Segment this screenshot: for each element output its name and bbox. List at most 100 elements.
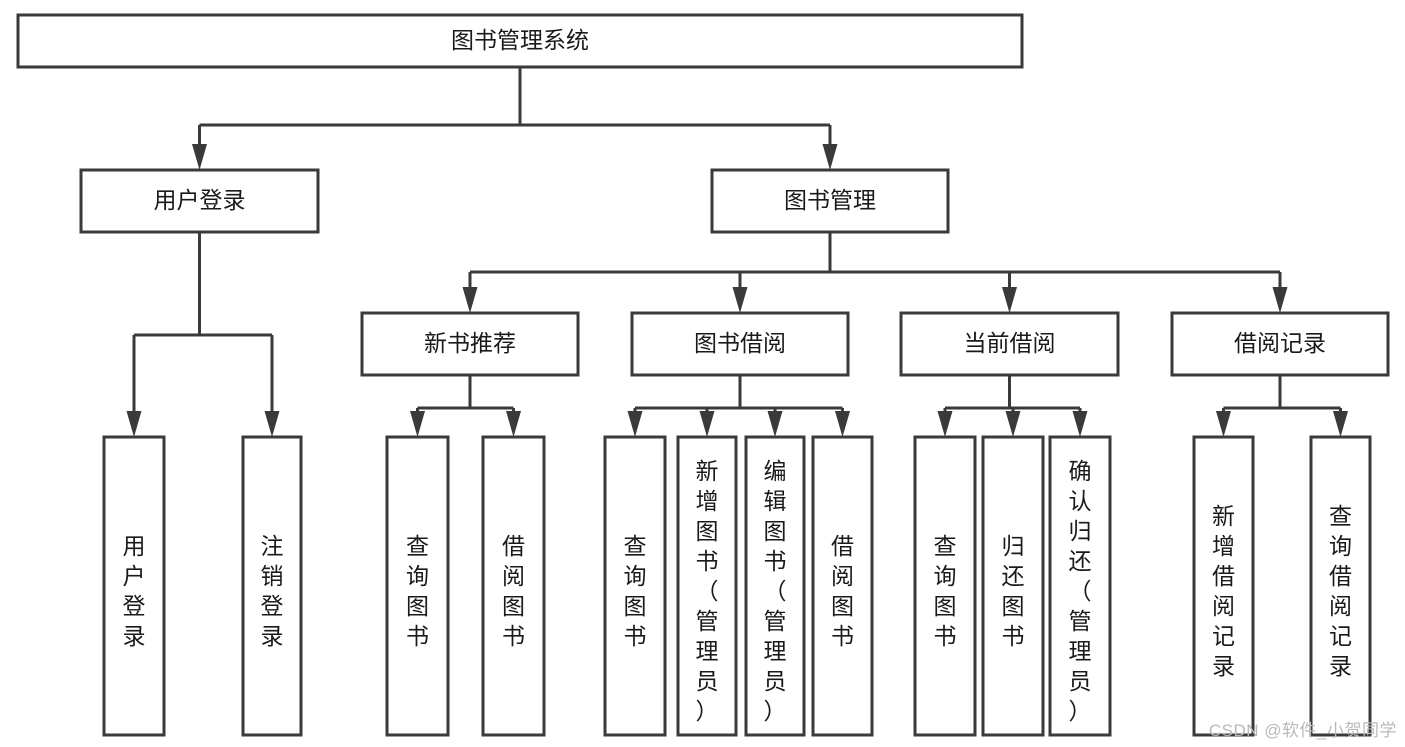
svg-text:销: 销 <box>261 563 284 589</box>
node-label-root: 图书管理系统 <box>451 27 589 53</box>
svg-text:还: 还 <box>1069 548 1092 574</box>
node-box-leaf_7[interactable] <box>744 435 806 737</box>
node-box-leaf_9[interactable] <box>913 435 977 737</box>
svg-text:图: 图 <box>696 518 719 544</box>
node-box-l2_a[interactable] <box>79 168 320 234</box>
node-box-leaf_3[interactable] <box>385 435 450 737</box>
svg-text:录: 录 <box>1212 653 1235 679</box>
node-l3_c[interactable]: 当前借阅 <box>899 311 1120 377</box>
svg-text:阅: 阅 <box>831 563 854 589</box>
svg-text:借: 借 <box>1212 563 1235 589</box>
node-box-leaf_1[interactable] <box>102 435 166 737</box>
node-box-leaf_10[interactable] <box>981 435 1045 737</box>
svg-text:理: 理 <box>1069 638 1092 664</box>
svg-text:图: 图 <box>624 593 647 619</box>
svg-text:新: 新 <box>696 458 719 484</box>
svg-text:书: 书 <box>624 623 647 649</box>
svg-text:询: 询 <box>934 563 957 589</box>
svg-text:（: （ <box>764 578 787 604</box>
svg-text:新: 新 <box>1212 503 1235 529</box>
svg-text:录: 录 <box>1329 653 1352 679</box>
node-label-l3_b: 图书借阅 <box>694 330 786 356</box>
svg-text:询: 询 <box>624 563 647 589</box>
node-box-leaf_4[interactable] <box>481 435 546 737</box>
node-box-l3_b[interactable] <box>630 311 850 377</box>
node-box-leaf_12[interactable] <box>1192 435 1255 737</box>
svg-text:辑: 辑 <box>764 488 787 514</box>
svg-text:员: 员 <box>696 668 719 694</box>
svg-text:认: 认 <box>1069 488 1092 514</box>
node-box-leaf_6[interactable] <box>676 435 738 737</box>
node-box-l2_b[interactable] <box>710 168 950 234</box>
svg-text:户: 户 <box>123 563 146 589</box>
watermark: CSDN @软件_小贺同学 <box>1208 721 1397 740</box>
svg-text:确: 确 <box>1069 458 1092 484</box>
svg-text:）: ） <box>1069 698 1092 724</box>
svg-text:询: 询 <box>1329 533 1352 559</box>
node-box-leaf_11[interactable] <box>1048 435 1112 737</box>
node-l3_d[interactable]: 借阅记录 <box>1170 311 1390 377</box>
svg-text:管: 管 <box>1069 608 1092 634</box>
node-box-leaf_8[interactable] <box>811 435 874 737</box>
node-root[interactable]: 图书管理系统 <box>16 13 1024 69</box>
svg-text:图: 图 <box>1002 593 1025 619</box>
node-box-l3_a[interactable] <box>360 311 580 377</box>
svg-text:归: 归 <box>1069 518 1092 544</box>
node-l3_a[interactable]: 新书推荐 <box>360 311 580 377</box>
svg-text:书: 书 <box>502 623 525 649</box>
connector-group <box>410 375 521 437</box>
node-box-root[interactable] <box>16 13 1024 69</box>
node-box-leaf_5[interactable] <box>603 435 667 737</box>
node-leaf_1[interactable]: 用户登录 <box>102 435 166 737</box>
svg-text:图: 图 <box>934 593 957 619</box>
svg-text:归: 归 <box>1002 533 1025 559</box>
svg-text:书: 书 <box>696 548 719 574</box>
svg-text:图: 图 <box>831 593 854 619</box>
node-box-leaf_13[interactable] <box>1309 435 1372 737</box>
svg-text:记: 记 <box>1212 623 1235 649</box>
connector-group <box>937 375 1088 437</box>
node-label-l2_a: 用户登录 <box>154 187 246 213</box>
connector-group <box>192 67 838 170</box>
svg-text:书: 书 <box>934 623 957 649</box>
node-label-l3_d: 借阅记录 <box>1234 330 1326 356</box>
svg-text:还: 还 <box>1002 563 1025 589</box>
svg-text:登: 登 <box>261 593 284 619</box>
svg-text:借: 借 <box>1329 563 1352 589</box>
svg-text:图: 图 <box>502 593 525 619</box>
svg-text:询: 询 <box>406 563 429 589</box>
connector-layer <box>126 67 1348 437</box>
svg-text:注: 注 <box>261 533 284 559</box>
node-label-l2_b: 图书管理 <box>784 187 876 213</box>
node-box-l3_d[interactable] <box>1170 311 1390 377</box>
svg-text:书: 书 <box>406 623 429 649</box>
node-box-l3_c[interactable] <box>899 311 1120 377</box>
node-l3_b[interactable]: 图书借阅 <box>630 311 850 377</box>
node-l2_b[interactable]: 图书管理 <box>710 168 950 234</box>
node-box-leaf_2[interactable] <box>241 435 303 737</box>
node-l2_a[interactable]: 用户登录 <box>79 168 320 234</box>
svg-text:图: 图 <box>406 593 429 619</box>
svg-text:书: 书 <box>831 623 854 649</box>
node-label-l3_a: 新书推荐 <box>424 330 516 356</box>
svg-text:（: （ <box>696 578 719 604</box>
svg-text:查: 查 <box>406 533 429 559</box>
svg-text:书: 书 <box>1002 623 1025 649</box>
